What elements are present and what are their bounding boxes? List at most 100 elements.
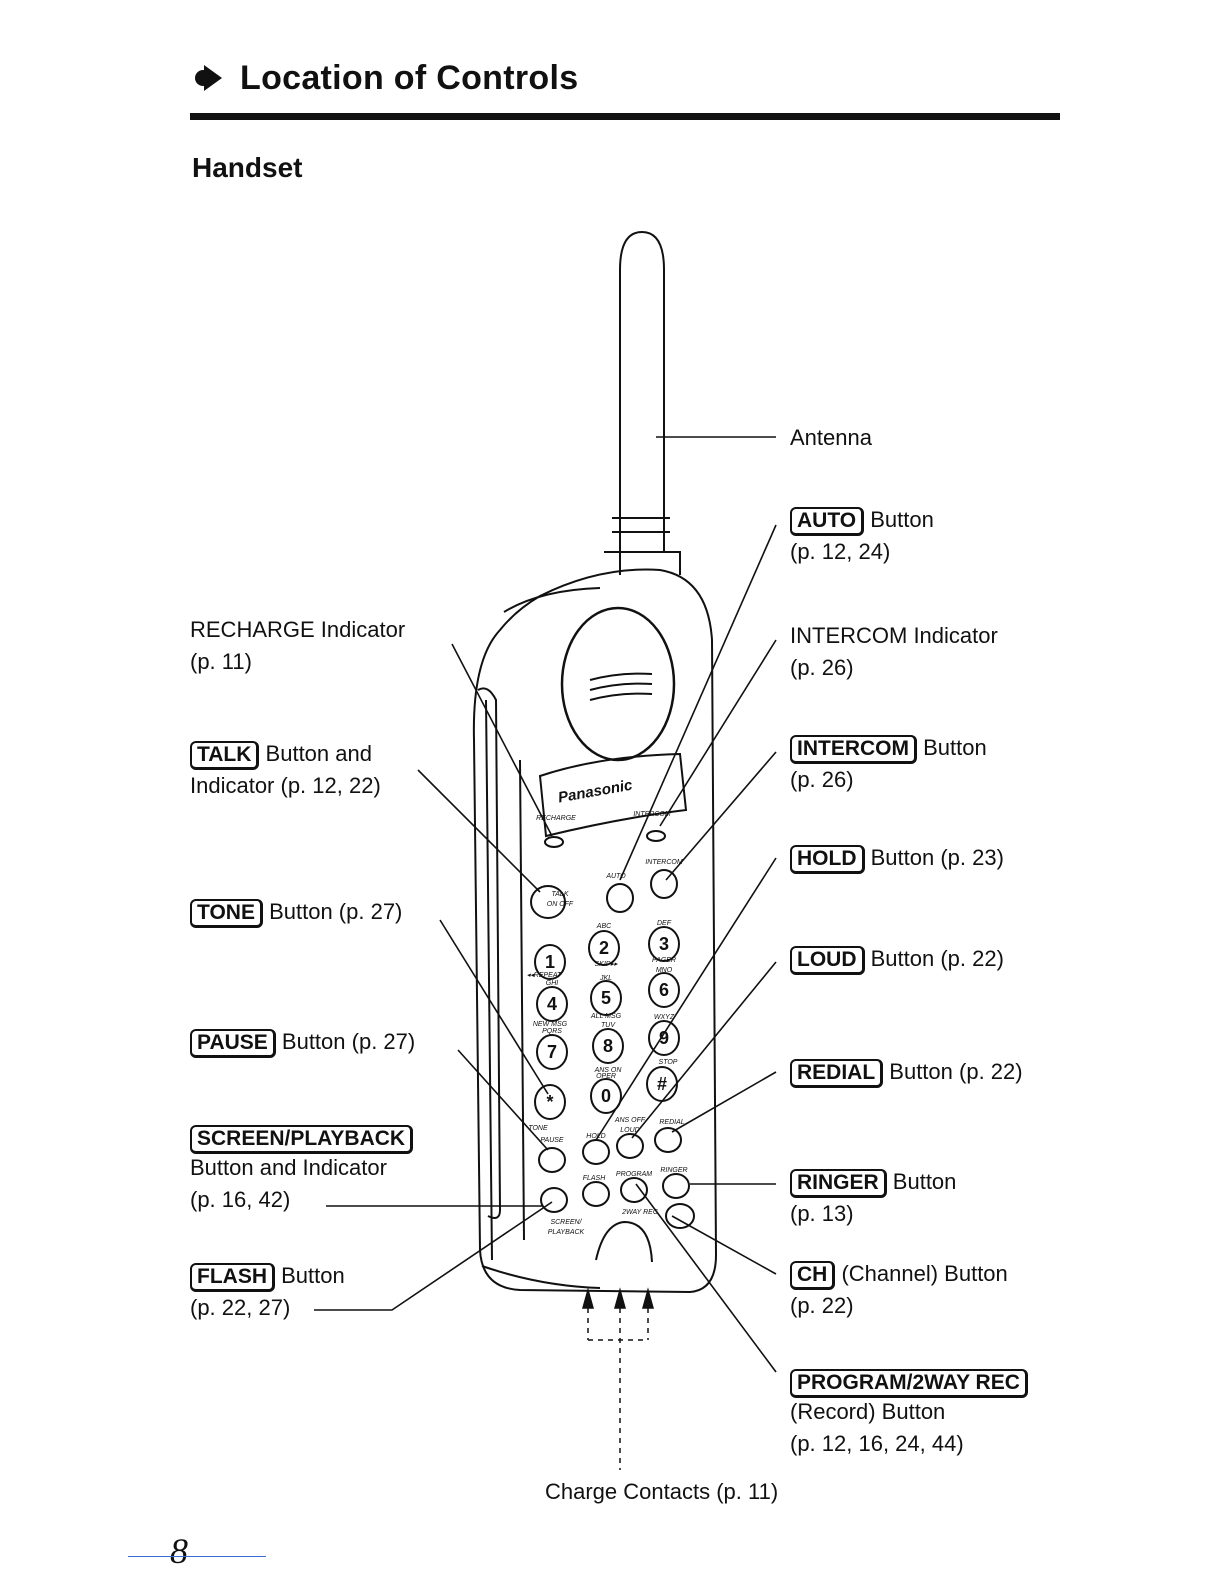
key-2: 2 <box>599 938 609 958</box>
keypad <box>530 830 695 1229</box>
key-0: 0 <box>601 1086 611 1106</box>
key-6: 6 <box>659 980 669 1000</box>
handset-body <box>472 568 718 1294</box>
key-star: * <box>546 1092 553 1112</box>
flash-key-icon: FLASH <box>190 1263 275 1292</box>
key-sub-pqrs: PQRS <box>542 1028 562 1035</box>
label-intercom-indicator: INTERCOM Indicator <box>790 623 998 648</box>
key-sub-newmsg: NEW MSG <box>533 1021 568 1028</box>
antenna-illustration <box>619 230 665 575</box>
key-sub-anson: ANS ON <box>594 1067 623 1074</box>
label-charge-contacts: Charge Contacts (p. 11) <box>545 1479 779 1504</box>
label-talk-line2: Indicator (p. 12, 22) <box>190 773 381 798</box>
label-recharge-page: (p. 11) <box>190 649 252 674</box>
key-sub-wxyz: WXYZ <box>654 1014 675 1021</box>
label-intercom-small: INTERCOM <box>633 811 671 818</box>
key-3: 3 <box>659 934 669 954</box>
key-sub-stop: STOP <box>659 1059 678 1066</box>
screen-playback-key-icon: SCREEN/PLAYBACK <box>190 1125 414 1154</box>
label-hold-button: HOLD Button (p. 23) <box>790 842 1004 874</box>
label-onoff-small: ON OFF <box>547 901 574 908</box>
label-recharge-small: RECHARGE <box>536 815 576 822</box>
label-intercom-button-page: (p. 26) <box>790 767 854 792</box>
key-sub-allmsg: ALL MSG <box>590 1013 622 1020</box>
label-talk-button: TALK Button and <box>190 738 372 770</box>
label-antenna: Antenna <box>790 425 872 450</box>
arrow-bullet-icon <box>195 65 222 91</box>
program-key-icon: PROGRAM/2WAY REC <box>790 1369 1028 1398</box>
charge-contacts-arrows <box>582 1287 654 1470</box>
label-screen-playback: SCREEN/PLAYBACK <box>190 1122 414 1154</box>
label-intercom-button: INTERCOM Button <box>790 732 987 764</box>
key-sub-abc: ABC <box>596 923 612 930</box>
key-5: 5 <box>601 988 611 1008</box>
earpiece <box>560 606 676 762</box>
label-loud-small: LOUD <box>620 1127 639 1134</box>
ch-key-icon: CH <box>790 1261 836 1290</box>
label-redial-button: REDIAL Button (p. 22) <box>790 1056 1023 1088</box>
label-flash-page: (p. 22, 27) <box>190 1295 291 1320</box>
key-hash: # <box>657 1074 667 1094</box>
label-screen-small: SCREEN/ <box>550 1219 582 1226</box>
title-rule <box>190 113 1060 120</box>
label-program-line2: (Record) Button <box>790 1399 946 1424</box>
key-sub-pager: PAGER <box>652 957 676 964</box>
key-sub-def: DEF <box>657 920 672 927</box>
label-ringer-button: RINGER Button <box>790 1166 956 1198</box>
key-7: 7 <box>547 1042 557 1062</box>
key-9: 9 <box>659 1028 669 1048</box>
label-ringer-small: RINGER <box>660 1167 687 1174</box>
key-1: 1 <box>545 952 555 972</box>
label-tone-small: TONE <box>528 1125 548 1132</box>
key-sub-ghi: GHI <box>546 980 559 987</box>
hold-key-icon: HOLD <box>790 845 865 874</box>
label-flash-button: FLASH Button <box>190 1260 345 1292</box>
pause-key-icon: PAUSE <box>190 1029 276 1058</box>
label-talk-small: TALK <box>552 891 569 898</box>
label-screen-page: (p. 16, 42) <box>190 1187 291 1212</box>
label-flash-small: FLASH <box>583 1175 607 1182</box>
key-sub-skip: SKIP▸▸ <box>595 961 618 968</box>
label-auto-page: (p. 12, 24) <box>790 539 891 564</box>
label-screen-line2: Button and Indicator <box>190 1155 387 1180</box>
loud-key-icon: LOUD <box>790 946 865 975</box>
label-program-button: PROGRAM/2WAY REC <box>790 1366 1028 1398</box>
label-playback-small: PLAYBACK <box>548 1229 585 1236</box>
label-tone-button: TONE Button (p. 27) <box>190 896 402 928</box>
redial-key-icon: REDIAL <box>790 1059 884 1088</box>
label-redial-small: REDIAL <box>659 1119 684 1126</box>
label-auto-small: AUTO <box>605 873 626 880</box>
brand-logo: Panasonic <box>557 777 634 807</box>
label-intercom-btn-small: INTERCOM <box>645 859 683 866</box>
auto-key-icon: AUTO <box>790 507 865 536</box>
label-2way-small: 2WAY REC <box>621 1209 659 1216</box>
talk-key-icon: TALK <box>190 741 260 770</box>
section-subtitle: Handset <box>192 152 303 183</box>
label-hold-small: HOLD <box>586 1133 605 1140</box>
label-pause-small: PAUSE <box>540 1137 564 1144</box>
key-sub-oper: OPER <box>596 1073 616 1080</box>
section-header: Location of Controls <box>192 56 578 100</box>
key-sub-mno: MNO <box>656 967 673 974</box>
tone-key-icon: TONE <box>190 899 263 928</box>
ringer-key-icon: RINGER <box>790 1169 887 1198</box>
key-4: 4 <box>547 994 557 1014</box>
label-ansoff-small: ANS OFF <box>614 1117 646 1124</box>
label-ch-button: CH (Channel) Button <box>790 1258 1008 1290</box>
key-8: 8 <box>603 1036 613 1056</box>
label-intercom-indicator-page: (p. 26) <box>790 655 854 680</box>
page-number: 8 <box>170 1531 188 1571</box>
footer-link-underline <box>128 1556 266 1557</box>
key-sub-jkl: JKL <box>599 975 612 982</box>
label-ch-page: (p. 22) <box>790 1293 854 1318</box>
page-title: Location of Controls <box>240 58 579 97</box>
label-recharge-indicator: RECHARGE Indicator <box>190 617 406 642</box>
key-sub-tuv: TUV <box>601 1022 616 1029</box>
label-loud-button: LOUD Button (p. 22) <box>790 943 1004 975</box>
key-sub-repeat: ◂◂REPEAT <box>527 972 562 979</box>
label-pause-button: PAUSE Button (p. 27) <box>190 1026 415 1058</box>
label-ringer-page: (p. 13) <box>790 1201 854 1226</box>
label-program-small: PROGRAM <box>616 1171 652 1178</box>
label-auto-button: AUTO Button <box>790 504 934 536</box>
